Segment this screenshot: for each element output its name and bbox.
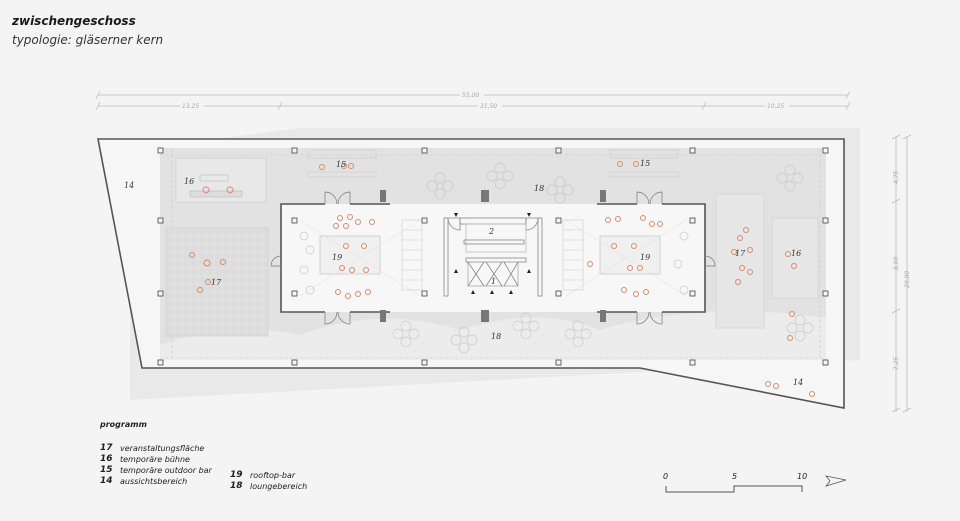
label-veranstaltung-left: 17 [211, 278, 222, 287]
label-aussicht-left: 14 [124, 181, 134, 190]
doors [270, 191, 716, 325]
label-buehne-left: 16 [184, 177, 194, 186]
dim-total-v: 20,00 [904, 271, 911, 288]
scale-bar [665, 485, 803, 493]
event-area-right [715, 193, 765, 329]
scale-tick-10: 10 [797, 472, 808, 481]
scale-tick-5: 5 [732, 472, 738, 481]
dim-seg-v-1: 4,75 [893, 170, 900, 184]
dim-seg-v-2: 8,00 [893, 256, 900, 270]
label-core-upper: 2 [488, 227, 494, 236]
label-veranstaltung-right: 17 [735, 249, 746, 258]
core-markers [454, 213, 531, 294]
event-grid-left [165, 227, 269, 337]
label-buehne-right: 16 [791, 249, 801, 258]
stage-right [771, 217, 819, 299]
diagonals [299, 219, 687, 297]
bins [380, 190, 606, 322]
scale-tick-0: 0 [663, 472, 669, 481]
label-bar-right: 15 [640, 159, 650, 168]
bar-counter-left [307, 149, 377, 159]
dim-seg-h-1: 13,25 [182, 103, 199, 110]
legend-heading: programm [100, 420, 147, 429]
label-rooftop-left: 19 [332, 253, 342, 262]
label-core-lower: 1 [491, 277, 496, 286]
people-figures [189, 161, 815, 397]
vertical-dimensions [891, 134, 912, 413]
dim-total-h: 55,00 [462, 92, 479, 99]
page-title: zwischengeschoss [12, 14, 136, 28]
lounge-seating [299, 162, 814, 354]
structural-columns [157, 147, 829, 366]
label-rooftop-right: 19 [640, 253, 650, 262]
page-subtitle: typologie: gläserner kern [12, 33, 164, 47]
bar-counter-right [609, 149, 679, 159]
dim-seg-v-3: 7,25 [893, 356, 900, 370]
interior-bars [319, 235, 661, 275]
label-lounge-bottom: 18 [491, 332, 501, 341]
label-lounge-top: 18 [534, 184, 544, 193]
dashed-rails [160, 150, 826, 359]
circulation-core [443, 217, 543, 297]
label-aussicht-right: 14 [793, 378, 803, 387]
stairs [401, 219, 584, 291]
dim-seg-h-2: 31,50 [480, 103, 497, 110]
label-bar-left: 15 [336, 160, 346, 169]
dim-seg-h-3: 10,25 [767, 103, 784, 110]
north-arrow-icon [824, 475, 847, 487]
